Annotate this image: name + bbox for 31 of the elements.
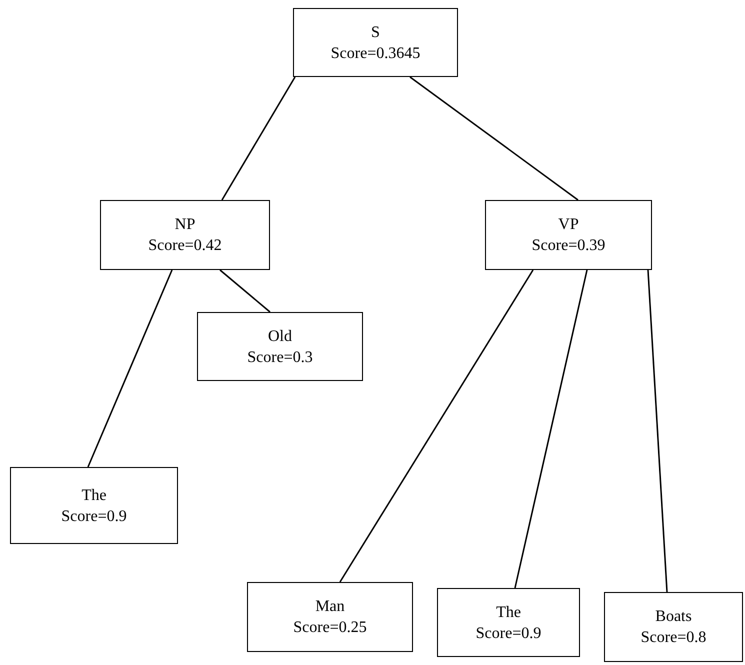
node-label: Boats [655,607,692,627]
tree-branch-line [647,270,668,592]
score-text: Score=0.9 [476,624,542,644]
node-label: The [496,602,521,622]
tree-node-box [437,588,580,657]
score-text: Score=0.3645 [330,44,420,64]
score-text: Score=0.39 [532,236,606,256]
tree-node-box [604,592,743,662]
tree-branch-line [220,269,270,313]
score-text: Score=0.9 [61,506,127,526]
score-text: Score=0.42 [148,236,222,256]
tree-branch-line [410,76,578,201]
score-text: Score=0.8 [640,628,706,648]
tree-node-box [293,8,458,77]
node-label: NP [174,215,196,235]
node-label: S [371,22,380,42]
tree-node-box [100,200,270,270]
tree-branch-line [221,76,296,200]
node-label: VP [558,215,579,235]
node-label: Old [268,326,292,346]
tree-node-box [247,582,413,652]
tree-node-box [197,312,363,381]
tree-node-box [485,200,652,270]
score-text: Score=0.25 [293,618,367,638]
node-label: The [82,486,106,506]
node-label: Man [315,597,345,617]
tree-branch-line [514,270,588,588]
score-text: Score=0.3 [247,348,313,368]
tree-node-box [10,467,178,544]
tree-branch-line [87,270,173,468]
tree-branch-line [339,270,534,582]
